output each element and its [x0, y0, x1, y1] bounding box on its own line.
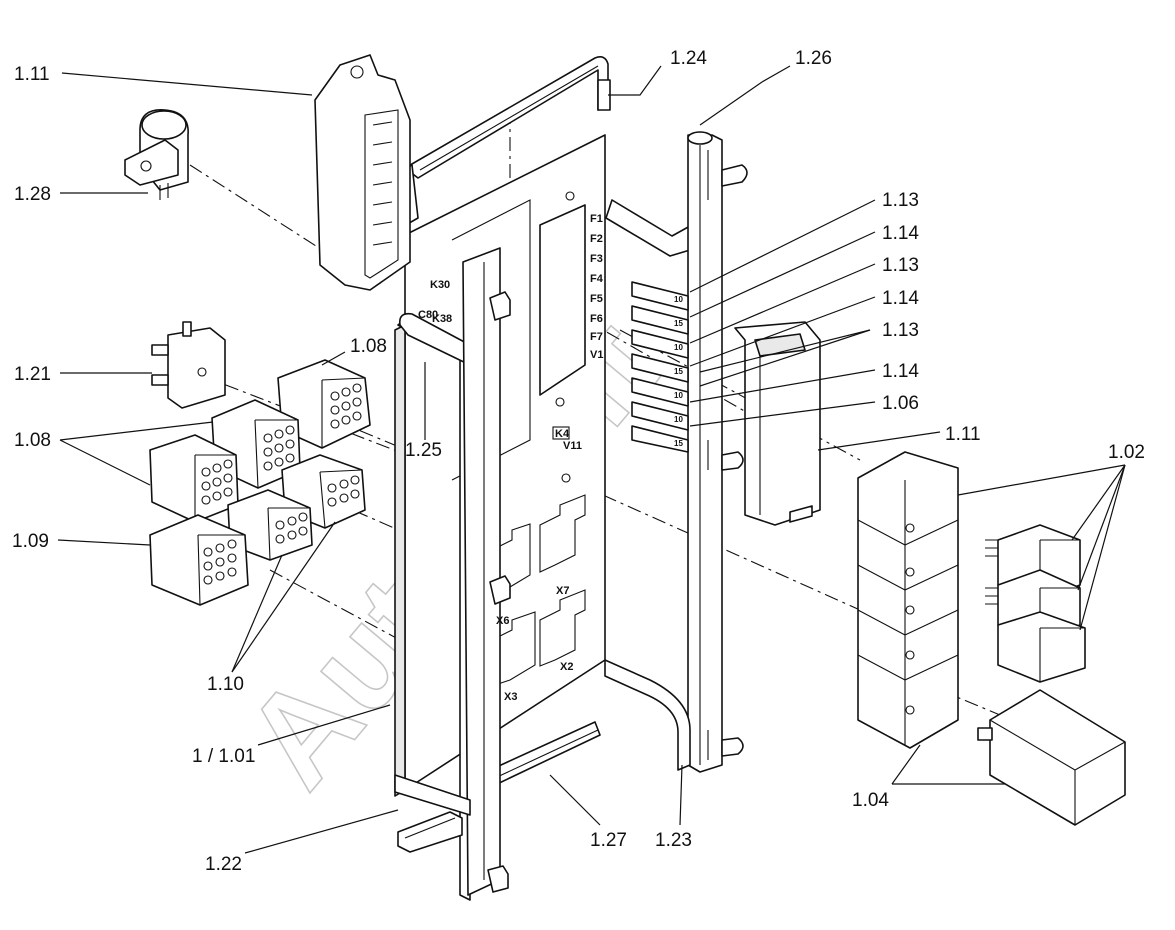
callout-1-01: 1 / 1.01	[192, 746, 255, 767]
handle-bar-top	[397, 56, 611, 227]
mark-f5: F5	[590, 293, 603, 305]
callout-1-14-b: 1.14	[882, 288, 919, 309]
plug-1-08-middle	[211, 399, 301, 489]
relay-base-strip	[857, 451, 959, 749]
mark-f7: F7	[590, 331, 603, 343]
callout-1-25: 1.25	[405, 440, 442, 461]
fuse-4: 15	[631, 353, 689, 383]
mark-k38: K38	[432, 313, 452, 325]
bottom-right-bent-rail	[604, 659, 691, 771]
callout-1-13-a: 1.13	[882, 190, 919, 211]
plug-1-08-top	[277, 359, 371, 449]
callout-1-26: 1.26	[795, 48, 832, 69]
svg-text:10: 10	[674, 295, 683, 304]
socket-1-28	[124, 109, 189, 200]
svg-text:15: 15	[674, 319, 683, 328]
callout-labels: 1.11 1.28 1.24 1.26 1.13 1.14 1.13 1.14 …	[12, 48, 1145, 875]
fuse-1: 10	[631, 281, 689, 311]
callout-1-08-top: 1.08	[350, 336, 387, 357]
callout-1-14-a: 1.14	[882, 223, 919, 244]
mark-x6: X6	[496, 615, 509, 627]
mark-f1: F1	[590, 213, 603, 225]
fuse-stack: 10 15 10 15 10 10 15	[631, 281, 689, 453]
callout-1-28: 1.28	[14, 184, 51, 205]
svg-text:15: 15	[674, 439, 683, 448]
large-relay	[977, 689, 1126, 826]
svg-text:10: 10	[674, 415, 683, 424]
plug-1-09	[149, 514, 249, 606]
leader-lines	[57, 65, 1126, 854]
plug-connectors	[149, 359, 371, 606]
callout-1-06: 1.06	[882, 393, 919, 414]
fuse-holder	[734, 321, 821, 526]
callout-1-09: 1.09	[12, 531, 49, 552]
callout-1-22: 1.22	[205, 854, 242, 875]
callout-1-04: 1.04	[852, 790, 889, 811]
callout-1-24: 1.24	[670, 48, 707, 69]
mark-f6: F6	[590, 313, 603, 325]
svg-text:15: 15	[674, 367, 683, 376]
small-relays	[985, 524, 1086, 683]
callout-1-13-b: 1.13	[882, 255, 919, 276]
fuse-7: 15	[631, 425, 689, 453]
callout-1-21: 1.21	[14, 364, 51, 385]
callout-1-27: 1.27	[590, 830, 627, 851]
mark-f2: F2	[590, 233, 603, 245]
right-vertical-rail	[605, 131, 748, 773]
callout-1-14-c: 1.14	[882, 361, 919, 382]
callout-1-10: 1.10	[207, 674, 244, 695]
component-1-21	[151, 321, 226, 409]
svg-text:10: 10	[674, 391, 683, 400]
mark-f4: F4	[590, 273, 604, 285]
fuse-6: 10	[631, 401, 689, 431]
mark-k30: K30	[430, 279, 450, 291]
bottom-left-channel	[394, 774, 471, 853]
mark-x2: X2	[560, 661, 573, 673]
mark-k4: K4	[555, 428, 570, 440]
fuse-2: 15	[631, 305, 689, 335]
fuse-3: 10	[631, 329, 689, 359]
mark-f3: F3	[590, 253, 603, 265]
fuse-5: 10	[631, 377, 689, 407]
callout-1-23: 1.23	[655, 830, 692, 851]
callout-1-11-top: 1.11	[14, 64, 50, 85]
callout-1-02: 1.02	[1108, 442, 1145, 463]
callout-1-13-c: 1.13	[882, 320, 919, 341]
callout-1-08-left: 1.08	[14, 430, 51, 451]
mark-v1: V1	[590, 349, 603, 361]
panel-markings: F1 F2 F3 F4 F5 F6 F7 V1 K30 C80 K38 K4 V…	[418, 213, 604, 703]
svg-text:10: 10	[674, 343, 683, 352]
mark-c80: C80	[418, 309, 438, 321]
mark-v11: V11	[563, 440, 582, 452]
mark-x3: X3	[504, 691, 517, 703]
mark-x7: X7	[556, 585, 569, 597]
relay-3	[997, 611, 1086, 683]
callout-1-11-right: 1.11	[945, 424, 981, 445]
left-vertical-rail	[397, 247, 511, 901]
connector-1-11-top	[314, 54, 411, 291]
